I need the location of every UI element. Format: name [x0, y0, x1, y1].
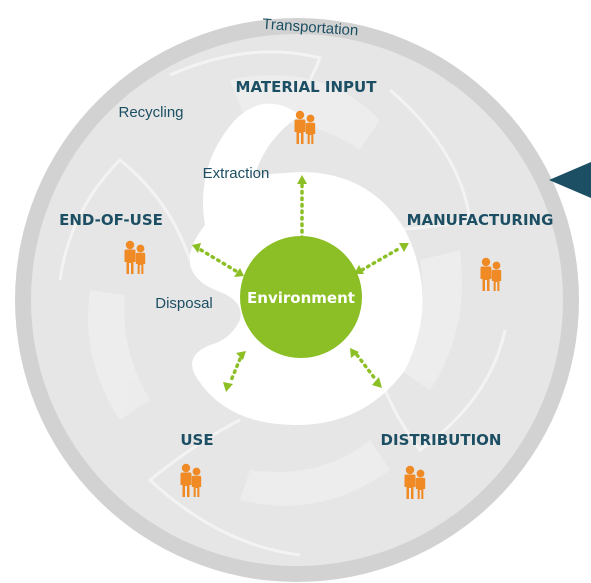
stage-material-input: MATERIAL INPUT: [236, 78, 378, 96]
stage-end-of-use: END-OF-USE: [59, 211, 163, 229]
pointer-triangle-icon: [549, 162, 591, 198]
flow-recycling: Recycling: [118, 104, 183, 121]
arrow-end-of-use: [199, 248, 238, 273]
arrow-distribution: [355, 353, 378, 382]
environment-label: Environment: [247, 289, 355, 307]
arrow-use: [228, 357, 242, 385]
stage-use: USE: [180, 431, 213, 449]
stage-distribution: DISTRIBUTION: [381, 431, 502, 449]
flow-disposal: Disposal: [155, 295, 213, 312]
flow-transportation: Transportation: [262, 16, 359, 40]
stage-manufacturing: MANUFACTURING: [407, 211, 554, 229]
flow-extraction: Extraction: [203, 165, 270, 182]
arrow-manufacturing: [360, 246, 402, 272]
cycle-shading: [88, 75, 462, 506]
environment-circle: [240, 236, 362, 358]
